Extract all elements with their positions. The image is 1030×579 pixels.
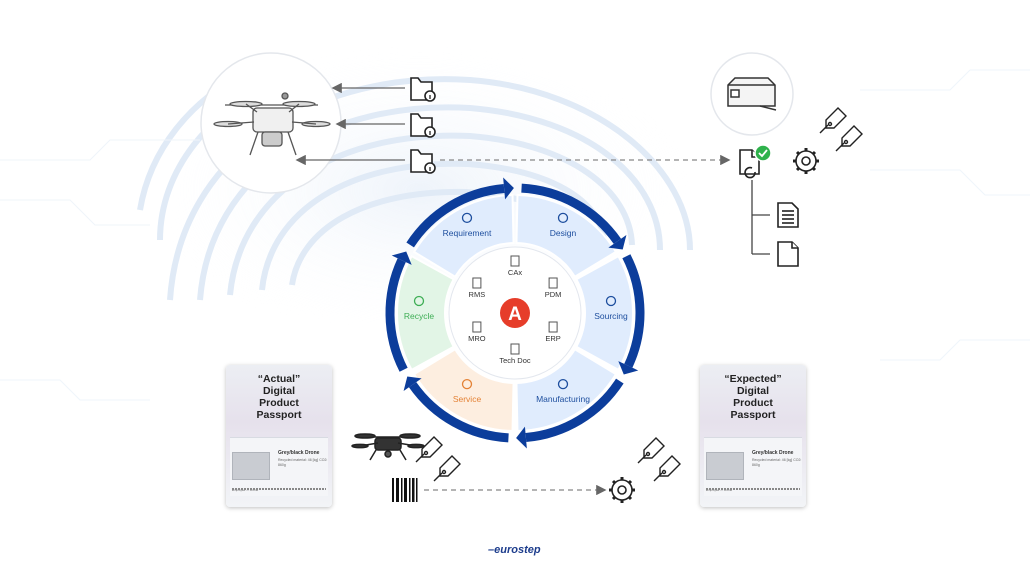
gear-icon[interactable] — [609, 477, 635, 503]
segment-recycle[interactable] — [396, 254, 456, 372]
eurostep-logo[interactable]: –eurostep — [488, 544, 541, 556]
cycle-arrow — [622, 254, 645, 368]
service-icon — [461, 378, 473, 390]
folder-info-icon[interactable] — [410, 113, 436, 138]
passport-title-line: Digital — [262, 385, 296, 397]
manufacturing-icon — [557, 378, 569, 390]
system-label: RMS — [469, 290, 486, 299]
passport-footer: Employee — Drone — [232, 488, 259, 492]
passport-barcode — [706, 488, 800, 490]
passport-title-line: Passport — [256, 409, 302, 421]
segment-sourcing[interactable] — [574, 254, 634, 372]
tag-icon — [433, 455, 461, 482]
passport-title-line: “Actual” — [257, 373, 301, 385]
barcode-icon[interactable] — [392, 478, 418, 502]
logo-dash: – — [488, 544, 495, 556]
document-icon — [548, 321, 558, 333]
document-icon — [548, 277, 558, 289]
document-icon — [472, 321, 482, 333]
cycle-arrow — [408, 382, 509, 443]
tag-icon — [415, 436, 443, 463]
cycle-arrow — [521, 183, 622, 244]
drone-circle — [200, 52, 342, 194]
drone-document-links — [295, 82, 731, 166]
document-icon — [472, 277, 482, 289]
tag-icon — [653, 455, 681, 482]
passport-title-line: Product — [733, 397, 773, 409]
product-description: Recycled material: 46 [kg] CO2: 860g — [278, 458, 328, 467]
passport-footer: Employee — Drone — [706, 488, 733, 492]
actual-passport-title: “Actual” Digital Product Passport — [226, 373, 332, 421]
product-description: Recycled material: 46 [kg] CO2: 860g — [752, 458, 802, 467]
cycle-arrow — [385, 258, 408, 372]
product-name: Grey/black Drone — [752, 450, 794, 456]
logo-text: eurostep — [494, 544, 541, 556]
recycle-label: Recycle — [404, 311, 435, 321]
drone-thumbnail — [232, 452, 270, 480]
passport-title-line: Passport — [730, 409, 776, 421]
passport-title-line: Product — [259, 397, 299, 409]
passport-barcode — [232, 488, 326, 490]
cycle-arrowhead — [391, 251, 412, 265]
drone-photo-icon — [351, 433, 425, 461]
tag-icon — [819, 107, 847, 134]
segment-manufacturing[interactable] — [515, 347, 618, 432]
tag-icon — [835, 125, 863, 152]
segment-design[interactable] — [515, 194, 618, 279]
hub-logo[interactable] — [500, 298, 530, 328]
sourcing-label: Sourcing — [594, 311, 628, 321]
cycle-arrow — [525, 378, 624, 443]
segment-requirement[interactable] — [412, 194, 515, 279]
service-label: Service — [453, 394, 482, 404]
recycle-icon — [413, 295, 425, 307]
cycle-arrow — [406, 183, 505, 248]
sourcing-icon — [605, 295, 617, 307]
passport-title-line: Digital — [736, 385, 770, 397]
passport-title-line: “Expected” — [724, 373, 782, 385]
system-label: Tech Doc — [499, 356, 531, 365]
hub-logo-letter: A — [508, 304, 522, 325]
gear-icon[interactable] — [793, 148, 819, 174]
drone-thumbnail — [706, 452, 744, 480]
design-label: Design — [550, 228, 577, 238]
text-document-icon[interactable] — [777, 202, 799, 228]
requirement-label: Requirement — [443, 228, 492, 238]
cycle-arrowhead — [618, 361, 639, 375]
document-icon — [510, 343, 520, 355]
passport-body: Grey/black Drone Recycled material: 46 [… — [230, 437, 328, 496]
drone-icon — [213, 92, 331, 156]
cycle-arrowhead — [503, 177, 514, 200]
expected-passport-title: “Expected” Digital Product Passport — [700, 373, 806, 421]
system-label: PDM — [545, 290, 562, 299]
requirement-icon — [461, 212, 473, 224]
system-label: MRO — [468, 334, 486, 343]
system-label: ERP — [545, 334, 560, 343]
passport-body: Grey/black Drone Recycled material: 46 [… — [704, 437, 802, 496]
tag-icon — [637, 437, 665, 464]
monitor-icon — [510, 255, 520, 267]
part-icon — [727, 77, 777, 111]
actual-passport[interactable]: “Actual” Digital Product Passport Grey/b… — [226, 365, 332, 507]
system-label: CAx — [508, 268, 522, 277]
folder-info-icon[interactable] — [410, 77, 436, 102]
cycle-arrowhead — [516, 426, 527, 449]
segment-service[interactable] — [412, 347, 515, 432]
expected-passport[interactable]: “Expected” Digital Product Passport Grey… — [700, 365, 806, 507]
manufacturing-label: Manufacturing — [536, 394, 590, 404]
document-tree-lines — [751, 180, 770, 255]
part-circle — [710, 52, 794, 136]
blank-document-icon[interactable] — [777, 241, 799, 267]
verified-document-icon[interactable] — [739, 144, 772, 179]
cycle-arrowhead — [608, 234, 627, 250]
folder-info-icon[interactable] — [410, 149, 436, 174]
design-icon — [557, 212, 569, 224]
cycle-arrowhead — [403, 376, 422, 392]
product-name: Grey/black Drone — [278, 450, 320, 456]
